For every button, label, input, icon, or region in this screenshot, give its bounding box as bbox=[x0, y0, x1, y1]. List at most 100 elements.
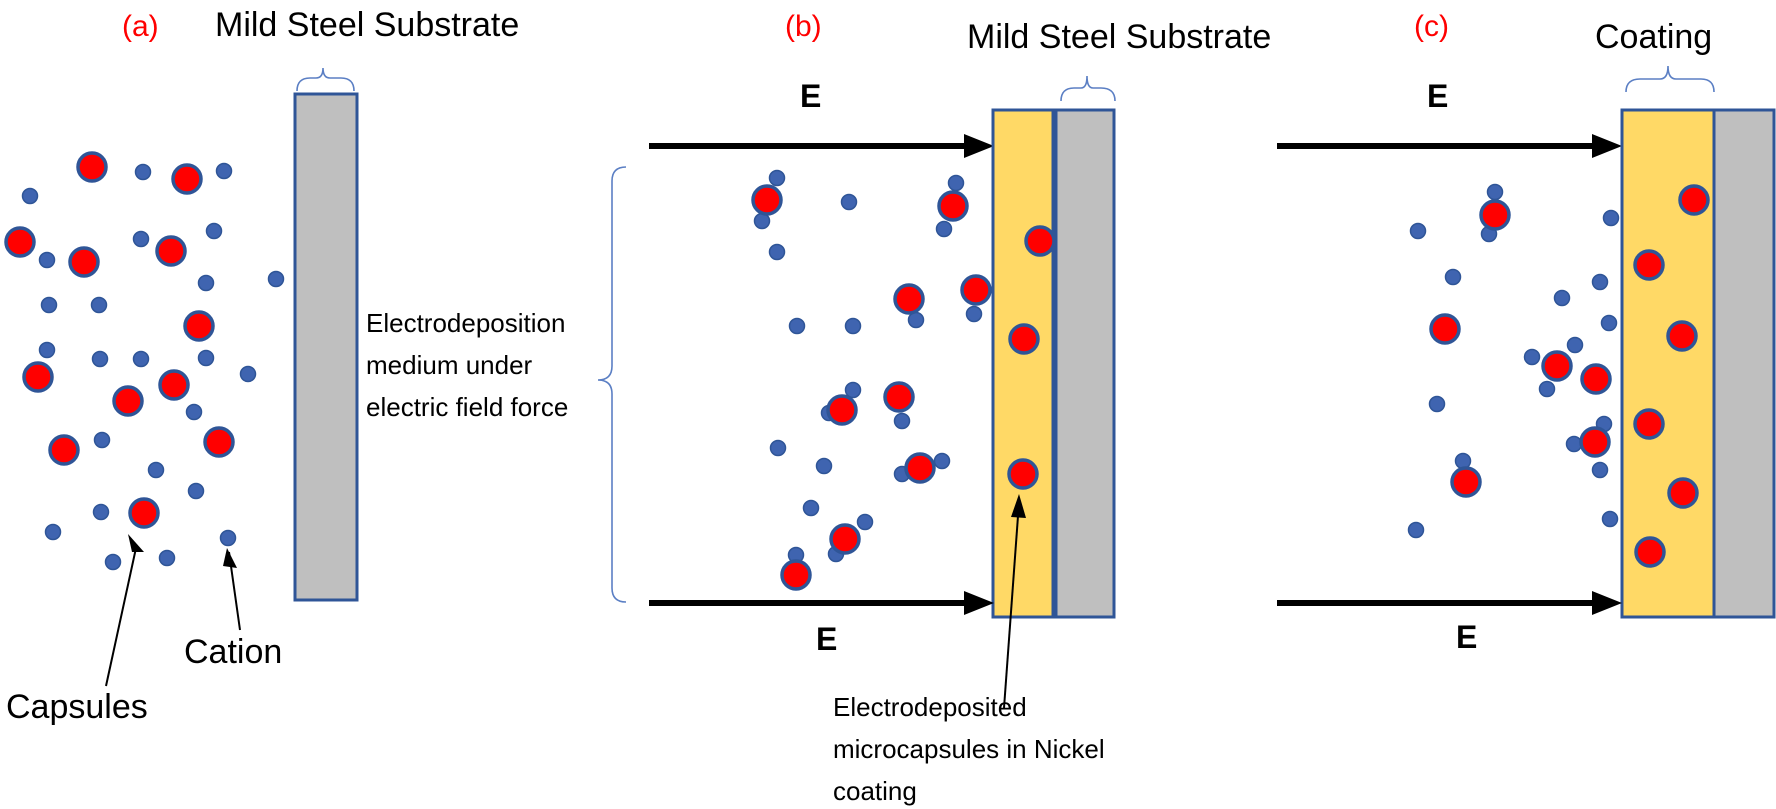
panel-a-brace bbox=[296, 67, 355, 92]
capsule bbox=[203, 426, 235, 458]
cation bbox=[893, 412, 911, 430]
panel-c-arrowhead-top bbox=[1592, 134, 1622, 158]
capsule bbox=[893, 283, 925, 315]
cation bbox=[38, 341, 56, 359]
cation bbox=[856, 513, 874, 531]
panel-b-substrate-label: Mild Steel Substrate bbox=[967, 18, 1271, 56]
capsule bbox=[1479, 199, 1511, 231]
capsule bbox=[1541, 350, 1573, 382]
cation bbox=[1444, 268, 1462, 286]
capsule bbox=[780, 559, 812, 591]
capsule bbox=[1678, 184, 1710, 216]
cation bbox=[1565, 435, 1583, 453]
capsule bbox=[22, 361, 54, 393]
capsule bbox=[1667, 477, 1699, 509]
cation bbox=[1591, 273, 1609, 291]
capsule bbox=[155, 235, 187, 267]
deposit-label-line2: microcapsules in Nickel bbox=[833, 734, 1105, 764]
cation bbox=[1409, 222, 1427, 240]
capsule bbox=[183, 310, 215, 342]
cation bbox=[187, 482, 205, 500]
cation bbox=[1486, 183, 1504, 201]
capsule bbox=[112, 385, 144, 417]
cation bbox=[197, 349, 215, 367]
capsules-pointer bbox=[105, 547, 137, 687]
cation bbox=[104, 553, 122, 571]
capsule bbox=[1579, 426, 1611, 458]
capsule bbox=[883, 381, 915, 413]
cation bbox=[134, 163, 152, 181]
cation bbox=[92, 503, 110, 521]
capsules-arrowhead bbox=[128, 534, 144, 552]
panel-c-tag: (c) bbox=[1414, 10, 1449, 43]
cation bbox=[21, 187, 39, 205]
cation bbox=[132, 230, 150, 248]
capsule bbox=[1429, 313, 1461, 345]
cation bbox=[1454, 452, 1472, 470]
cation bbox=[219, 529, 237, 547]
panel-b-field-bottom: E bbox=[816, 621, 837, 657]
cation bbox=[185, 403, 203, 421]
panel-a-tag: (a) bbox=[122, 10, 159, 43]
cation bbox=[769, 439, 787, 457]
panel-b-arrowhead-top bbox=[964, 134, 994, 158]
capsule bbox=[826, 394, 858, 426]
panel-b-tag: (b) bbox=[785, 10, 822, 43]
cation bbox=[844, 317, 862, 335]
medium-label-line2: medium under bbox=[366, 350, 533, 380]
panel-c-particles bbox=[1407, 183, 1710, 568]
panel-a-particles bbox=[4, 151, 285, 571]
cation bbox=[197, 274, 215, 292]
cation bbox=[267, 270, 285, 288]
cation bbox=[1566, 336, 1584, 354]
capsule bbox=[1008, 323, 1040, 355]
panel-b-arrowhead-bottom bbox=[964, 591, 994, 615]
capsule bbox=[1634, 536, 1666, 568]
deposit-pointer bbox=[1003, 515, 1019, 709]
deposit-arrowhead bbox=[1011, 494, 1026, 518]
capsule bbox=[1007, 458, 1039, 490]
capsule bbox=[904, 452, 936, 484]
panel-c-coating-label: Coating bbox=[1595, 18, 1712, 56]
panel-a-substrate bbox=[293, 92, 359, 602]
panel-c-brace bbox=[1625, 65, 1715, 93]
cation bbox=[147, 461, 165, 479]
capsule bbox=[4, 226, 36, 258]
capsule bbox=[68, 246, 100, 278]
cation bbox=[844, 381, 862, 399]
panel-b-substrate bbox=[1054, 108, 1116, 619]
panel-b-particles bbox=[751, 169, 1056, 591]
deposit-label-line1: Electrodeposited bbox=[833, 692, 1027, 722]
cation bbox=[90, 296, 108, 314]
capsule bbox=[1450, 466, 1482, 498]
cation bbox=[1538, 380, 1556, 398]
capsule bbox=[1633, 408, 1665, 440]
cation bbox=[40, 296, 58, 314]
cation bbox=[965, 305, 983, 323]
cation bbox=[768, 243, 786, 261]
cation bbox=[935, 220, 953, 238]
cation bbox=[44, 523, 62, 541]
medium-label-line1: Electrodeposition bbox=[366, 308, 565, 338]
cation bbox=[1428, 395, 1446, 413]
panel-b-medium-brace bbox=[597, 166, 627, 603]
cation bbox=[1601, 510, 1619, 528]
cation bbox=[215, 162, 233, 180]
cation bbox=[1523, 348, 1541, 366]
capsule bbox=[1633, 249, 1665, 281]
cation bbox=[753, 212, 771, 230]
cation bbox=[239, 365, 257, 383]
cation bbox=[907, 311, 925, 329]
capsule bbox=[1024, 225, 1056, 257]
deposit-label-line3: coating bbox=[833, 776, 917, 806]
cation bbox=[1591, 461, 1609, 479]
cation bbox=[91, 350, 109, 368]
capsule bbox=[937, 190, 969, 222]
panel-b-brace bbox=[1060, 75, 1116, 102]
cation-arrowhead bbox=[223, 548, 237, 568]
cation bbox=[132, 350, 150, 368]
capsules-label: Capsules bbox=[6, 688, 148, 726]
cation bbox=[1602, 209, 1620, 227]
capsule bbox=[48, 434, 80, 466]
